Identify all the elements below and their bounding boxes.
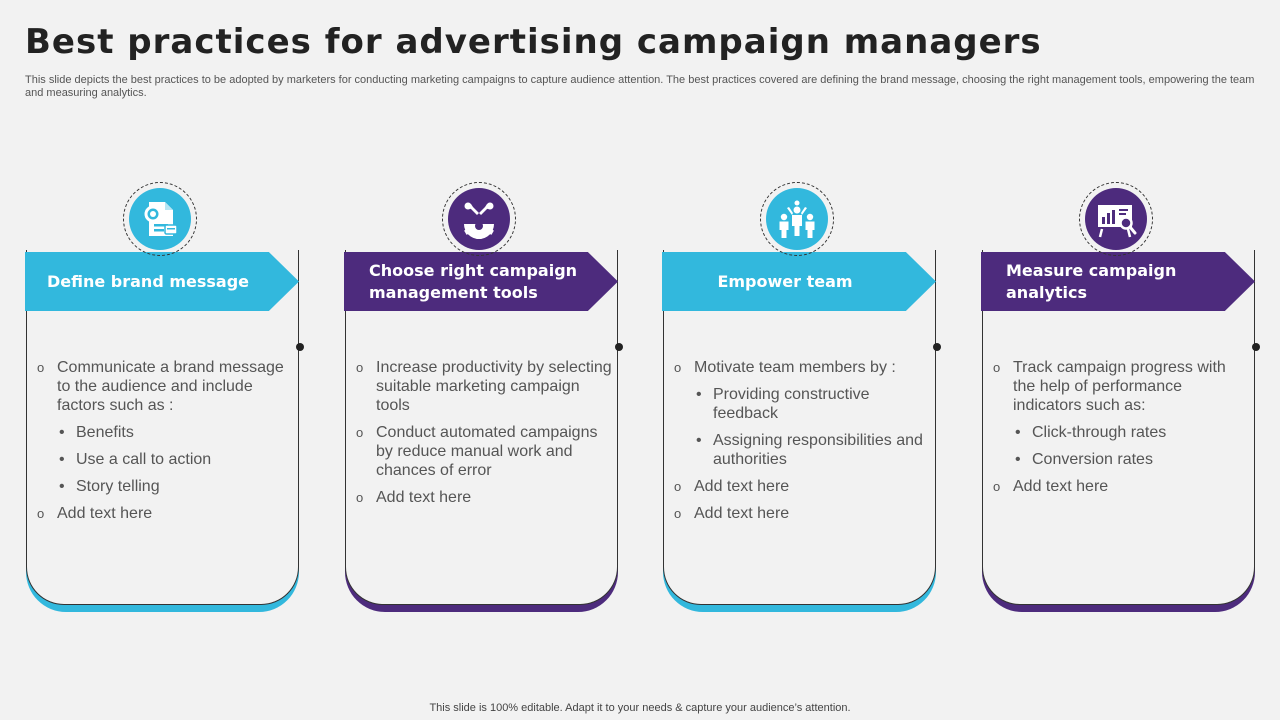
item-marker: o [37, 360, 45, 375]
gear-tools-icon [464, 202, 494, 239]
card-heading: Empower team [717, 271, 853, 291]
card-heading: Measure campaign analytics [1006, 260, 1177, 302]
item-text: Increase productivity by selecting suita… [376, 359, 612, 414]
item-text: Add text here [694, 478, 790, 495]
item-text: Add text here [376, 489, 472, 506]
page-title: Best practices for advertising campaign … [25, 22, 1042, 62]
page-subtitle: This slide depicts the best practices to… [25, 74, 1255, 99]
list-item: o Add text here [993, 477, 1251, 496]
item-text: Add text here [694, 505, 790, 522]
sub-marker: • [59, 478, 65, 495]
item-text: Add text here [57, 505, 153, 522]
icon-ring [1079, 182, 1153, 256]
card-banner: Choose right campaign management tools [344, 252, 618, 311]
card-content: o Track campaign progress with the help o… [993, 358, 1251, 504]
sub-item: • Conversion rates [993, 450, 1251, 469]
footer-note: This slide is 100% editable. Adapt it to… [429, 702, 851, 714]
sub-marker: • [59, 424, 65, 441]
list-item: o Motivate team members by : [674, 358, 932, 377]
icon-ring [123, 182, 197, 256]
sub-marker: • [59, 451, 65, 468]
list-item: o Add text here [37, 504, 295, 523]
item-text: Communicate a brand message to the audie… [57, 359, 284, 414]
item-marker: o [674, 360, 682, 375]
sub-item: • Providing constructive feedback [674, 385, 932, 423]
item-marker: o [674, 506, 682, 521]
sub-item: • Assigning responsibilities and authorit… [674, 431, 932, 469]
list-item: o Increase productivity by selecting suit… [356, 358, 614, 415]
list-item: o Add text here [356, 488, 614, 507]
sub-text: Benefits [76, 424, 134, 441]
sub-text: Providing constructive feedback [713, 386, 870, 422]
item-text: Motivate team members by : [694, 359, 896, 376]
card-content: o Communicate a brand message to the audi… [37, 358, 295, 531]
sub-item: • Use a call to action [37, 450, 295, 469]
card-banner: Define brand message [25, 252, 299, 311]
list-item: o Add text here [674, 477, 932, 496]
card-banner: Empower team [662, 252, 936, 311]
item-text: Conduct automated campaigns by reduce ma… [376, 424, 598, 479]
sub-text: Assigning responsibilities and authoriti… [713, 432, 923, 468]
card-empower-team: Empower team o Motivate team members by :… [662, 180, 941, 615]
sub-item: • Story telling [37, 477, 295, 496]
sub-marker: • [1015, 424, 1021, 441]
list-item: o Add text here [674, 504, 932, 523]
item-marker: o [674, 479, 682, 494]
icon-disc [766, 188, 828, 250]
connector-dot [296, 343, 304, 351]
item-marker: o [356, 425, 364, 440]
connector-dot [933, 343, 941, 351]
list-item: o Communicate a brand message to the audi… [37, 358, 295, 415]
icon-disc [129, 188, 191, 250]
card-content: o Motivate team members by : • Providing c… [674, 358, 932, 531]
sub-item: • Benefits [37, 423, 295, 442]
item-text: Add text here [1013, 478, 1109, 495]
item-marker: o [993, 479, 1001, 494]
card-content: o Increase productivity by selecting suit… [356, 358, 614, 515]
item-marker: o [993, 360, 1001, 375]
sub-text: Story telling [76, 478, 160, 495]
analytics-board-icon [1098, 205, 1137, 238]
list-item: o Conduct automated campaigns by reduce m… [356, 423, 614, 480]
item-text: Track campaign progress with the help of… [1013, 359, 1226, 414]
sub-marker: • [696, 386, 702, 403]
card-campaign-analytics: Measure campaign analytics o Track campai… [981, 180, 1260, 615]
item-marker: o [356, 490, 364, 505]
icon-disc [1085, 188, 1147, 250]
card-management-tools: Choose right campaign management tools o… [344, 180, 623, 615]
card-heading: Choose right campaign management tools [369, 260, 578, 302]
card-heading: Define brand message [46, 271, 250, 291]
sub-item: • Click-through rates [993, 423, 1251, 442]
brand-document-icon [144, 202, 178, 236]
sub-marker: • [696, 432, 702, 449]
item-marker: o [37, 506, 45, 521]
sub-text: Use a call to action [76, 451, 212, 468]
item-marker: o [356, 360, 364, 375]
list-item: o Track campaign progress with the help o… [993, 358, 1251, 415]
connector-dot [615, 343, 623, 351]
card-define-brand-message: Define brand message o Communicate a bran… [25, 180, 304, 615]
icon-disc [448, 188, 510, 250]
connector-dot [1252, 343, 1260, 351]
icon-ring [442, 182, 516, 256]
sub-marker: • [1015, 451, 1021, 468]
icon-ring [760, 182, 834, 256]
team-icon [779, 200, 815, 238]
sub-text: Conversion rates [1032, 451, 1153, 468]
sub-text: Click-through rates [1032, 424, 1167, 441]
card-banner: Measure campaign analytics [981, 252, 1255, 311]
